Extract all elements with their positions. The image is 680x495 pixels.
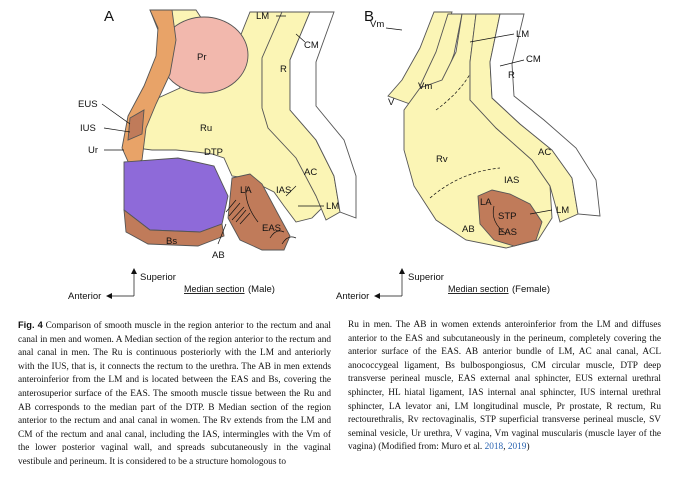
label-a-eas: EAS <box>262 223 281 234</box>
ref-separator: , <box>503 442 508 453</box>
label-a-lm-top: LM <box>256 11 269 22</box>
label-b-cm: CM <box>526 54 541 65</box>
caption-right-column: Ru in men. The AB in women extends anter… <box>348 319 661 455</box>
label-a-bs: Bs <box>166 236 177 247</box>
stp-divider <box>492 205 507 235</box>
label-a-ru: Ru <box>200 123 212 134</box>
rectal-wall-cm-a <box>289 11 357 219</box>
orientation-arrows-a <box>110 272 135 297</box>
panel-b-letter: B <box>364 8 374 25</box>
bs-band <box>123 209 225 247</box>
leader-lines-a <box>101 15 324 245</box>
ref-link-2018[interactable]: 2018 <box>484 442 504 453</box>
label-a-eus: EUS <box>78 99 98 110</box>
section-sex-a: (Male) <box>248 284 275 295</box>
ius-muscle <box>127 109 145 141</box>
orientation-arrows-b <box>378 272 403 297</box>
caption-left-column: Fig. 4 Comparison of smooth muscle in th… <box>18 319 331 470</box>
orientation-anterior-b: Anterior <box>336 291 369 302</box>
anatomy-figure: A LM CM R Pr EUS IUS Ur Ru DTP AC LA IAS… <box>68 8 601 302</box>
fig-label: Fig. 4 <box>18 320 43 330</box>
arrowheads-a <box>106 268 137 299</box>
label-b-eas: EAS <box>498 227 517 238</box>
section-label-a: Median section <box>184 284 245 294</box>
orientation-anterior-a: Anterior <box>68 291 101 302</box>
label-b-ias: IAS <box>504 175 519 186</box>
ref-link-2019[interactable]: 2019 <box>507 442 527 453</box>
caption-left-text: Comparison of smooth muscle in the regio… <box>18 321 331 467</box>
leader-lines-b <box>385 27 553 215</box>
label-a-ias: IAS <box>276 185 291 196</box>
label-a-dtp: DTP <box>204 147 223 158</box>
dashed-lines-b <box>429 73 501 199</box>
label-b-vm: Vm <box>418 81 432 92</box>
label-b-lm-side: LM <box>556 205 569 216</box>
label-b-r: R <box>508 70 515 81</box>
orientation-superior-b: Superior <box>408 272 444 283</box>
label-a-cm: CM <box>304 40 319 51</box>
rectal-wall-cm-b <box>489 13 601 217</box>
eas-hooks <box>269 230 297 245</box>
ref-close: ) <box>526 442 530 453</box>
label-a-ab: AB <box>212 250 225 261</box>
label-a-ur: Ur <box>88 145 98 156</box>
orientation-superior-a: Superior <box>140 272 176 283</box>
label-a-r: R <box>280 64 287 75</box>
label-b-vm-top: Vm <box>370 19 384 30</box>
section-label-b: Median section <box>448 284 509 294</box>
eas-divider <box>245 185 259 223</box>
label-b-lm-top: LM <box>516 29 529 40</box>
eas-a <box>227 173 291 251</box>
arrowheads-b <box>374 268 405 299</box>
panel-a-letter: A <box>104 8 114 25</box>
label-a-lm-side: LM <box>326 201 339 212</box>
label-b-v: V <box>388 97 395 108</box>
label-b-stp: STP <box>498 211 516 222</box>
panel-b: B Vm LM CM R Vm V Rv AC IAS LA STP LM AB… <box>336 8 601 302</box>
panel-a: A LM CM R Pr EUS IUS Ur Ru DTP AC LA IAS… <box>68 8 357 302</box>
bulbospongiosus <box>123 157 229 233</box>
label-a-ac: AC <box>304 167 317 178</box>
label-b-rv: Rv <box>436 154 448 165</box>
label-a-pr: Pr <box>197 52 207 63</box>
label-b-ac: AC <box>538 147 551 158</box>
label-a-la: LA <box>240 185 252 196</box>
label-b-ab: AB <box>462 224 475 235</box>
caption-right-text: Ru in men. The AB in women extends anter… <box>348 320 661 453</box>
section-sex-b: (Female) <box>512 284 550 295</box>
ab-fibers <box>225 199 251 225</box>
eas-b <box>477 189 543 247</box>
label-b-la: LA <box>480 197 492 208</box>
label-a-ius: IUS <box>80 123 96 134</box>
